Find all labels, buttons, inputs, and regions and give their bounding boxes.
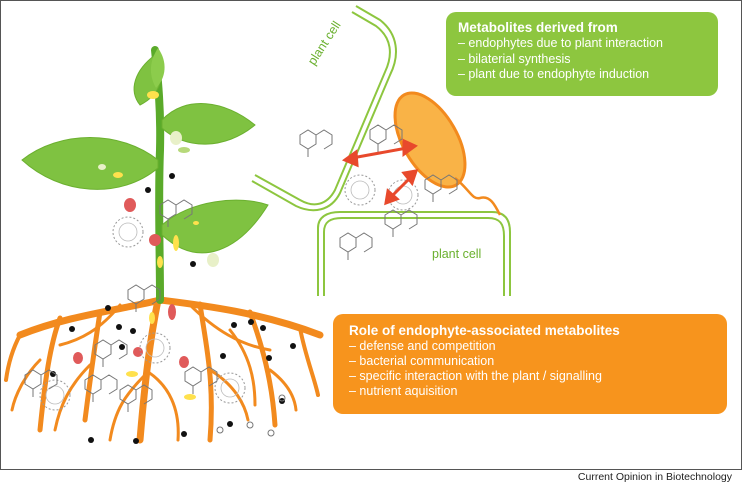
illustration — [4, 5, 511, 444]
role-item: – specific interaction with the plant / … — [349, 369, 602, 383]
role-box-title: Role of endophyte-associated metabolites — [349, 323, 620, 338]
metabolites-item: – plant due to endophyte induction — [458, 67, 650, 81]
plant — [4, 46, 324, 444]
role-item: – bacterial communication — [349, 354, 495, 368]
metabolites-item: – endophytes due to plant interaction — [458, 36, 664, 50]
role-box: Role of endophyte-associated metabolites… — [333, 314, 727, 414]
role-item: – defense and competition — [349, 339, 496, 353]
role-item: – nutrient aquisition — [349, 384, 458, 398]
source-credit: Current Opinion in Biotechnology — [577, 471, 732, 483]
plant-cell-label-lower: plant cell — [432, 247, 482, 261]
leaf-lower-right — [161, 199, 269, 254]
plant-spots — [73, 91, 219, 400]
black-dots — [50, 173, 296, 444]
upper-plant-cell-wall — [251, 5, 397, 212]
hollow-dots — [216, 394, 286, 437]
metabolites-item: – bilaterial synthesis — [458, 51, 571, 66]
metabolites-box-title: Metabolites derived from — [458, 20, 618, 35]
interaction-arrows — [341, 138, 419, 206]
roots — [4, 296, 324, 444]
lower-plant-cell-wall — [317, 211, 511, 296]
metabolites-box: Metabolites derived from – endophytes du… — [446, 12, 718, 96]
leaf-left — [21, 137, 159, 190]
leaf-top-2 — [150, 48, 165, 88]
